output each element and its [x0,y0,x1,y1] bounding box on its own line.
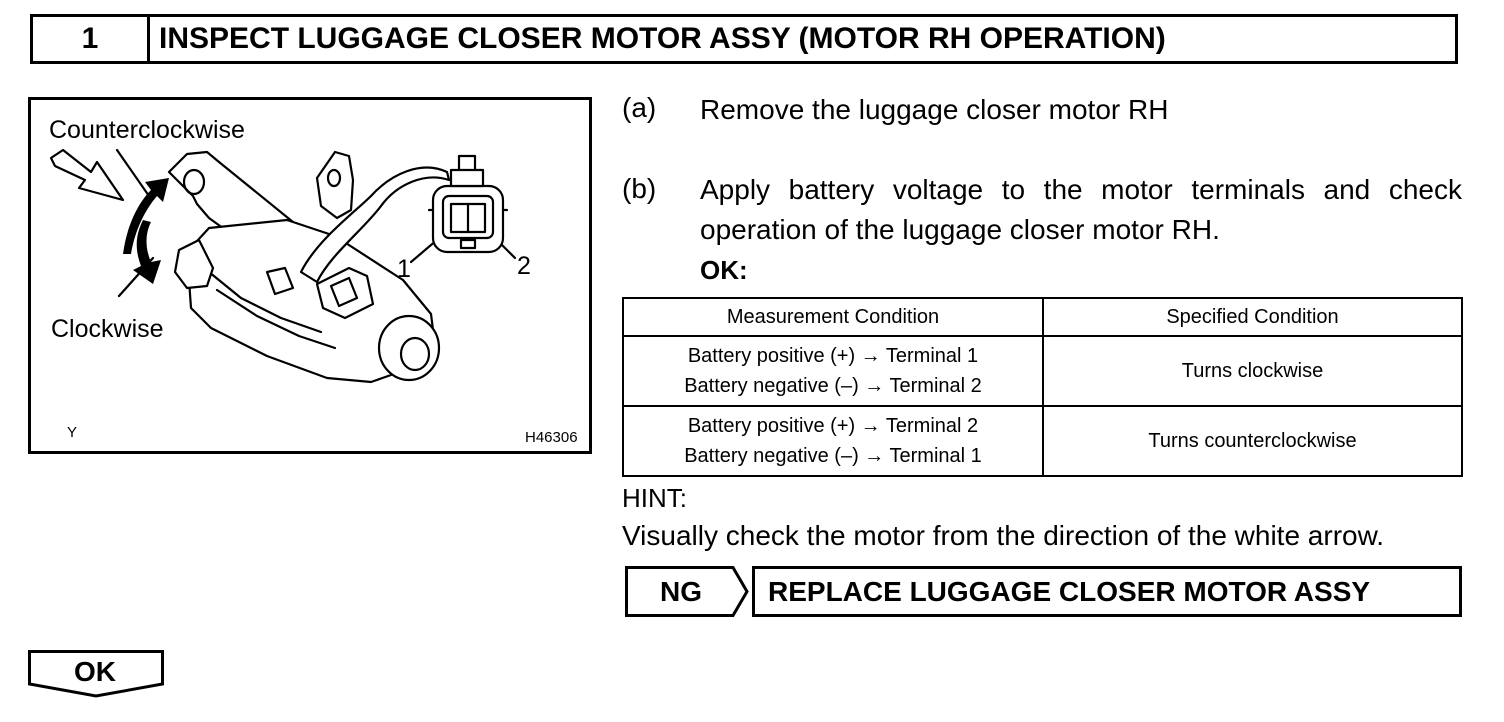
terminal-2-label: 2 [517,252,531,280]
step-a-letter: (a) [622,92,657,123]
clockwise-arrow [133,220,161,284]
corner-code: Y [67,424,78,441]
condition-line: Battery positive (+) → Terminal 2 [687,415,979,437]
harness-wire [299,166,451,284]
terminal-1-label: 1 [397,255,411,283]
ok-next-step[interactable]: OK [28,650,166,698]
ng-branch[interactable]: NG [625,566,749,617]
down-arrow-icon [28,650,164,698]
motor-end-cap [377,314,441,382]
label-counterclockwise: Counterclockwise [49,116,245,144]
specified-condition-cell: Turns clockwise [1042,335,1463,407]
header-measurement-condition: Measurement Condition [622,297,1044,337]
table-row: Battery positive (+) → Terminal 1 Batter… [622,335,1463,407]
ok-next-label: OK [74,656,116,687]
step-b-letter: (b) [622,173,657,204]
counterclockwise-arrow [123,178,169,254]
step-number: 1 [33,17,150,61]
measurement-condition-cell: Battery positive (+) → Terminal 2 Batter… [622,405,1044,477]
step-b-text: Apply battery voltage to the motor termi… [700,174,1462,245]
specification-table: Measurement Condition Specified Conditio… [622,297,1463,477]
table-row: Battery positive (+) → Terminal 2 Batter… [622,405,1463,477]
header-specified-condition: Specified Condition [1042,297,1463,337]
leader-counterclockwise [115,148,151,198]
motor-connector [315,266,375,320]
hint-text: Visually check the motor from the direct… [622,520,1385,551]
motor-drawing [49,148,517,384]
step-a-text: Remove the luggage closer motor RH [700,94,1169,125]
figure-id: H46306 [525,429,578,446]
specified-condition-cell: Turns counterclockwise [1042,405,1463,477]
table-header-row: Measurement Condition Specified Conditio… [622,297,1463,337]
condition-line: Battery negative (–) → Terminal 2 [684,375,982,397]
white-arrow-icon [49,148,125,202]
label-clockwise: Clockwise [51,315,164,343]
side-bracket [173,238,215,290]
condition-line: Battery positive (+) → Terminal 1 [687,345,979,367]
condition-line: Battery negative (–) → Terminal 1 [684,445,982,467]
hint-label: HINT: [622,483,687,513]
step-header: 1 INSPECT LUGGAGE CLOSER MOTOR ASSY (MOT… [30,14,1458,64]
motor-illustration: Counterclockwise Clockwise 1 2 Y H46306 [28,97,592,454]
ng-arrow-icon [625,566,749,617]
ok-criteria-label: OK: [700,255,748,285]
step-title: INSPECT LUGGAGE CLOSER MOTOR ASSY (MOTOR… [159,22,1166,55]
ng-label: NG [660,575,702,607]
ng-action[interactable]: REPLACE LUGGAGE CLOSER MOTOR ASSY [752,566,1462,617]
measurement-condition-cell: Battery positive (+) → Terminal 1 Batter… [622,335,1044,407]
